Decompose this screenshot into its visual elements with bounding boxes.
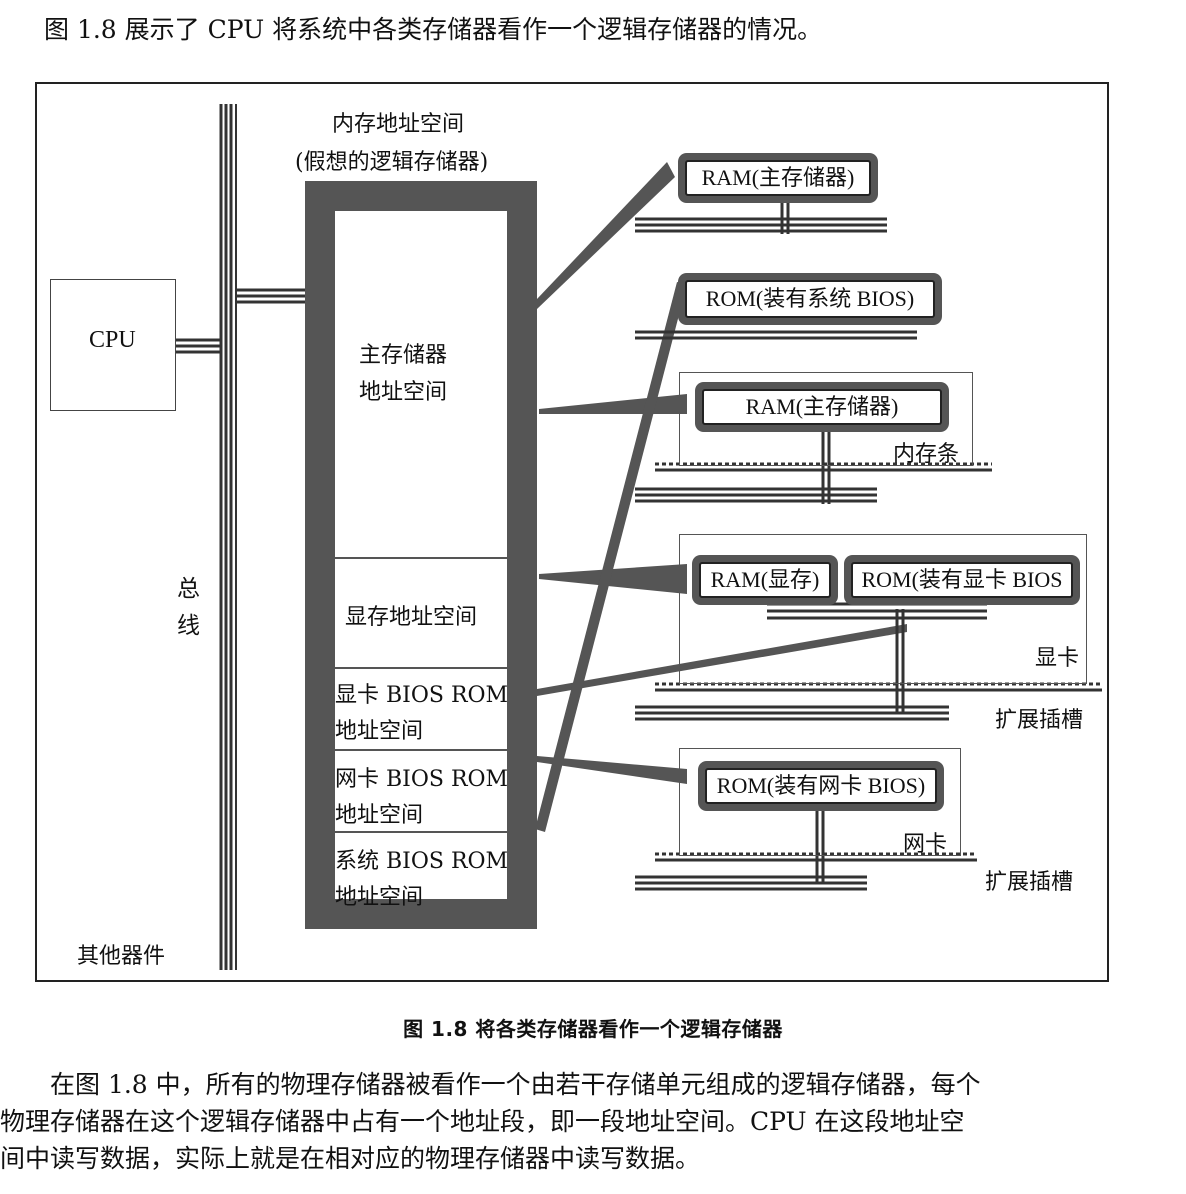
segment-sys-label-2: 地址空间 (335, 885, 424, 910)
mapping-wedges (535, 162, 907, 832)
segment-vram-label: 显存地址空间 (345, 605, 478, 630)
bus-label-2: 线 (177, 613, 200, 639)
other-devices-label: 其他器件 (77, 944, 166, 969)
expansion-slot-label-1: 扩展插槽 (995, 708, 1084, 733)
paragraph-line-3: 间中读写数据，实际上就是在相对应的物理存储器中读写数据。 (0, 1144, 701, 1173)
segment-sys-rom: 系统 BIOS ROM 地址空间 (335, 833, 509, 910)
network-card-pins (635, 806, 977, 891)
body-paragraph: 在图 1.8 中，所有的物理存储器被看作一个由若干存储单元组成的逻辑存储器，每个… (0, 1066, 1160, 1177)
diagram-connections (176, 104, 1102, 970)
expansion-slot-label-2: 扩展插槽 (985, 870, 1074, 895)
cpu-box: CPU (50, 279, 176, 411)
memory-stick-pins (635, 419, 992, 504)
segment-nic-label-1: 网卡 BIOS ROM (335, 767, 509, 792)
segment-main-label-1: 主存储器 (359, 343, 448, 368)
vram-chip: RAM(显存) (699, 562, 831, 598)
mem-title-2: (假想的逻辑存储器) (295, 150, 489, 175)
ram1-bus (635, 196, 887, 234)
mem-title-1: 内存地址空间 (332, 112, 465, 137)
bus-label-1: 总 (177, 576, 200, 602)
segment-nic-label-2: 地址空间 (335, 803, 424, 828)
logical-memory-diagram: CPU 总 线 其他器件 内存地址空间 (假想的逻辑存储器) 主存储器 地址空间… (35, 82, 1109, 982)
segment-nic-rom: 网卡 BIOS ROM 地址空间 (335, 751, 509, 833)
cpu-bus-link (176, 338, 221, 354)
intro-text: 图 1.8 展示了 CPU 将系统中各类存储器看作一个逻辑存储器的情况。 (44, 15, 823, 44)
graphics-card-pins (635, 602, 1102, 721)
graphics-card-label: 显卡 (1035, 646, 1080, 671)
rom-nic-bios-chip: ROM(装有网卡 BIOS) (705, 768, 937, 804)
segment-vga-label-1: 显卡 BIOS ROM (335, 683, 509, 708)
memory-stick-label: 内存条 (893, 442, 960, 467)
network-card-label: 网卡 (903, 832, 948, 857)
paragraph-line-2: 物理存储器在这个逻辑存储器中占有一个地址段，即一段地址空间。CPU 在这段地址空 (0, 1107, 965, 1136)
memory-stick-card (679, 372, 973, 466)
segment-vga-rom: 显卡 BIOS ROM 地址空间 (335, 669, 509, 751)
segment-sys-label-1: 系统 BIOS ROM (335, 849, 509, 874)
rom-sys-bus (635, 330, 917, 340)
paragraph-line-1: 在图 1.8 中，所有的物理存储器被看作一个由若干存储单元组成的逻辑存储器，每个 (50, 1070, 981, 1099)
bus-memory-link (236, 288, 305, 304)
segment-main-label-2: 地址空间 (359, 380, 448, 405)
rom-system-bios-chip: ROM(装有系统 BIOS) (685, 280, 935, 318)
ram-stick-chip: RAM(主存储器) (702, 389, 942, 425)
memory-address-space: 主存储器 地址空间 显存地址空间 显卡 BIOS ROM 地址空间 网卡 BIO… (305, 181, 537, 929)
rom-vga-bios-chip: ROM(装有显卡 BIOS (851, 562, 1073, 598)
system-bus (219, 104, 237, 970)
segment-vga-label-2: 地址空间 (335, 719, 424, 744)
graphics-card (679, 534, 1087, 684)
segment-main-memory: 主存储器 地址空间 (335, 211, 507, 559)
ram-main-chip: RAM(主存储器) (685, 160, 871, 196)
segment-vram: 显存地址空间 (335, 559, 507, 669)
cpu-label: CPU (89, 327, 136, 353)
figure-caption: 图 1.8 将各类存储器看作一个逻辑存储器 (403, 1017, 783, 1041)
network-card (679, 748, 961, 856)
